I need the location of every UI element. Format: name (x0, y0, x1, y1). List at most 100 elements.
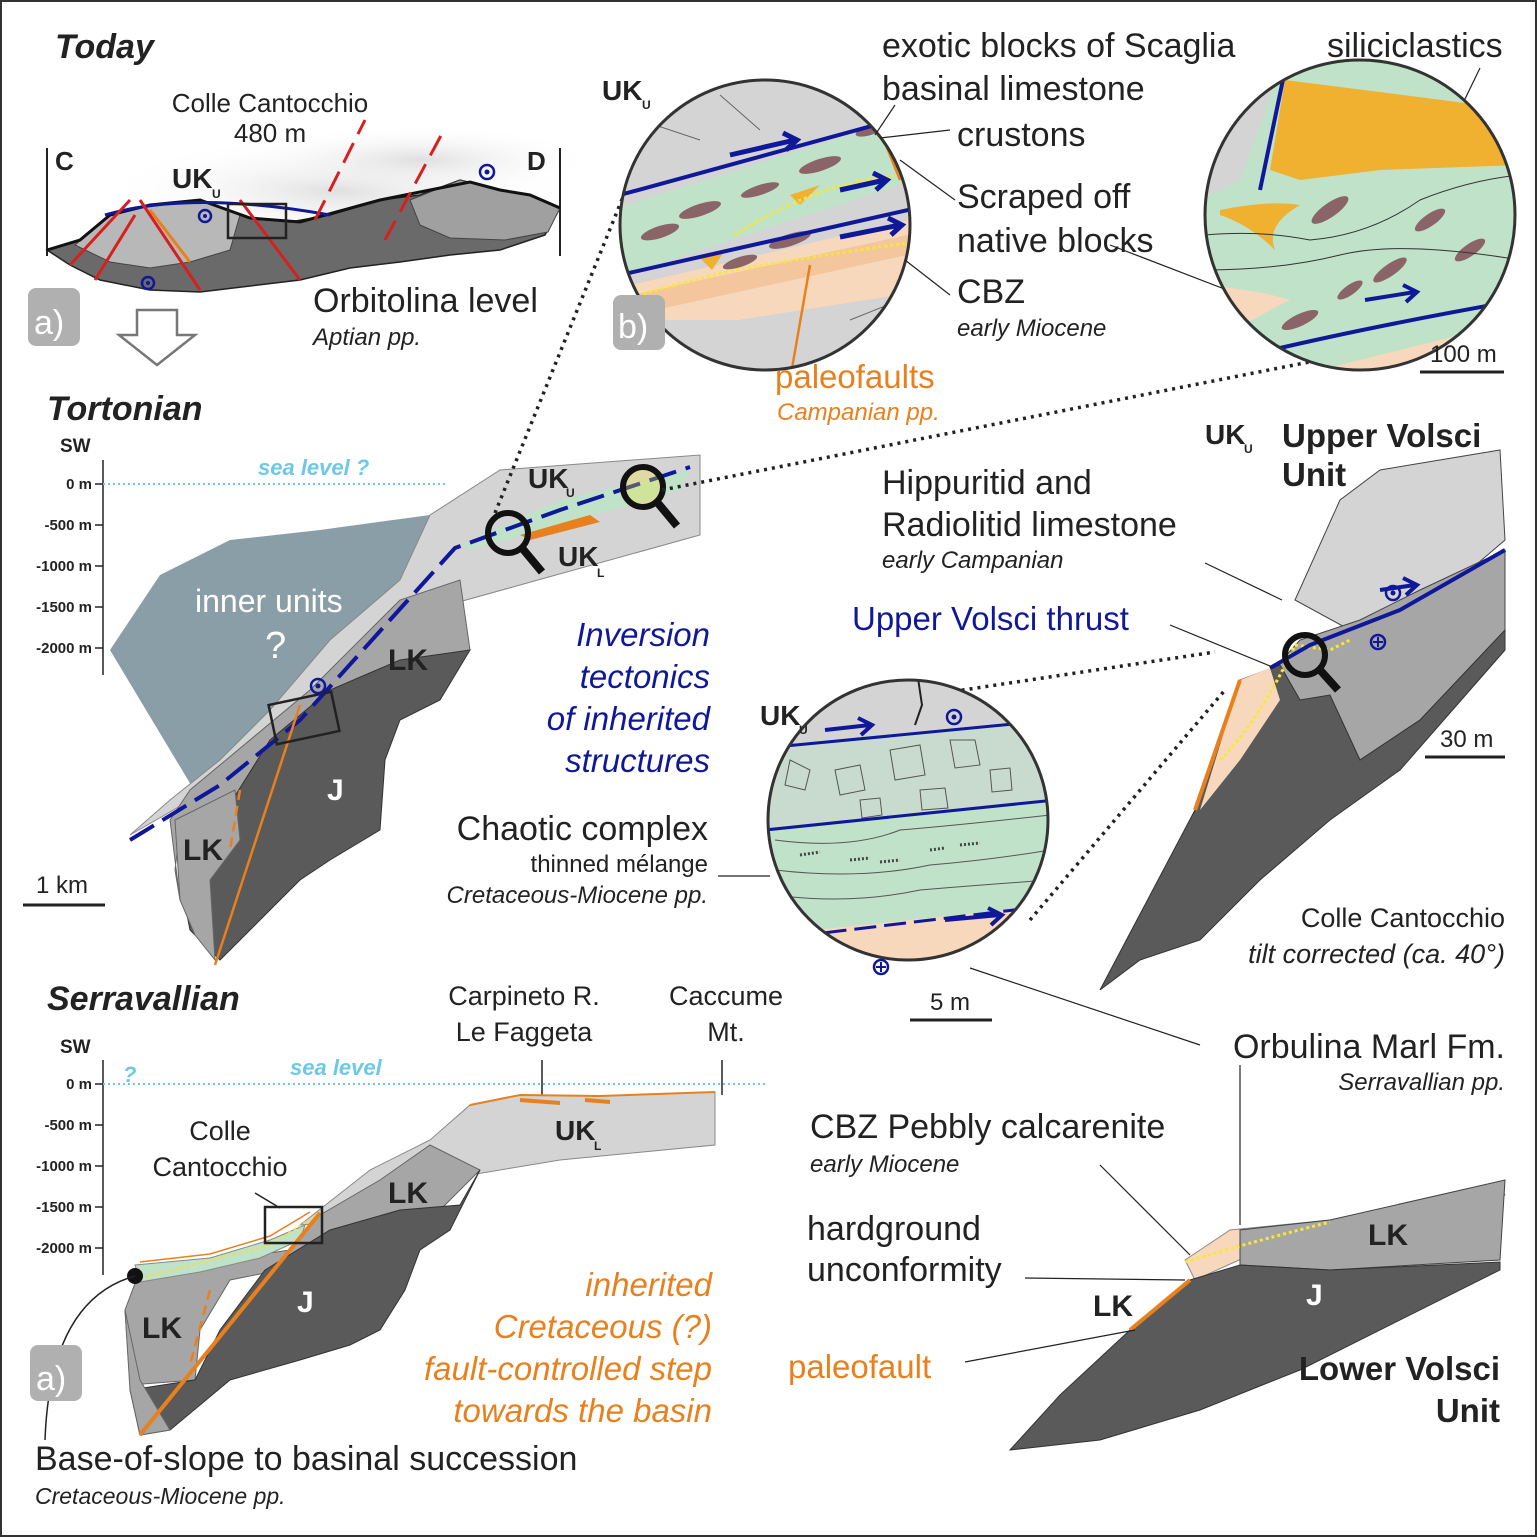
lower-j: J (1306, 1279, 1323, 1312)
zoom-leader-siliciclastics (661, 348, 1371, 492)
tortonian-j: J (327, 774, 344, 807)
tortonian-uk-l: UK (558, 541, 598, 572)
today-orbitolina-age: Aptian pp. (311, 324, 421, 351)
zoom-leader-chaotic-top (929, 650, 1216, 697)
today-symbol-out-3 (478, 163, 496, 181)
tortonian-tick-label: -500 m (44, 517, 92, 534)
tortonian-lk-lower (174, 789, 241, 962)
serravallian-axis-dir: SW (60, 1037, 91, 1058)
tortonian-title: Tortonian (47, 390, 203, 428)
chaotic-symbol-out-dot (951, 714, 957, 720)
today-symbol-out (197, 208, 213, 224)
base-slope-leader (44, 1275, 136, 1441)
magnifier-icon (620, 464, 681, 529)
today-panel: Today Colle Cantocchio 480 m C D UK U Or… (28, 28, 600, 367)
inherited-line: Cretaceous (?) (494, 1308, 712, 1345)
serravallian-orange-patch (519, 1098, 611, 1105)
tortonian-tick-label: 0 m (66, 476, 92, 493)
lower-leaders (964, 1065, 1241, 1363)
serravallian-uk-top (469, 1091, 716, 1106)
upper-tilt: tilt corrected (ca. 40°) (1248, 939, 1505, 969)
scraped-label: native blocks (957, 222, 1154, 260)
today-thrust (104, 201, 331, 217)
lower-volsci-name: Lower Volsci (1299, 1350, 1500, 1387)
serravallian-tick-label: -1000 m (36, 1158, 92, 1175)
carpineto-label: Carpineto R. (448, 981, 600, 1011)
orbulina-leader (969, 967, 1201, 1046)
chaotic-unit: UK (760, 700, 800, 731)
lower-volsci-block: Orbulina Marl Fm. Serravallian pp. CBZ P… (788, 1028, 1506, 1451)
today-orange-fault (148, 209, 192, 263)
serravallian-tick-label: -2000 m (36, 1240, 92, 1257)
upper-symbol-out-dot (1390, 590, 1396, 596)
serravallian-uk-l-sub: L (594, 1139, 601, 1153)
chaotic-symbol-in (872, 958, 890, 976)
zoom-b-tag-bg (613, 295, 665, 350)
tortonian-tick-label: -1500 m (36, 599, 92, 616)
serravallian-colle: Cantocchio (152, 1152, 287, 1182)
caccume-label: Caccume (669, 981, 783, 1011)
today-red-dashed-faults (313, 119, 447, 241)
tortonian-panel: Tortonian SW 0 m -500 m -1000 m -1500 m … (23, 154, 1371, 966)
serravallian-lk-left (124, 1309, 171, 1436)
today-end-d: D (527, 146, 546, 176)
tortonian-lk-b: LK (183, 834, 223, 867)
today-symbol-out-dot (203, 214, 207, 218)
lower-lk-b: LK (1093, 1290, 1133, 1323)
zoom-b-circle: b) UK U exotic blocks of Scaglia basinal… (602, 27, 1481, 426)
magnifier-icon (485, 510, 546, 575)
siliciclastics-circle: siliciclastics 100 m (1203, 27, 1517, 374)
chaotic-unit-sub: U (799, 723, 808, 737)
tortonian-uk-u-sub: U (566, 486, 575, 500)
inherited-line: fault-controlled step (424, 1350, 712, 1387)
serravallian-ticks: 0 m -500 m -1000 m -1500 m -2000 m (36, 1076, 103, 1257)
serravallian-location-box (263, 1205, 324, 1245)
inherited-line: towards the basin (453, 1392, 712, 1429)
thrust-arrow-icon (839, 215, 907, 240)
base-slope-label: Base-of-slope to basinal succession (35, 1440, 577, 1478)
thrust-arrow-icon (1364, 283, 1421, 304)
tortonian-ticks: 0 m -500 m -1000 m -1500 m -2000 m (36, 476, 103, 657)
zoom-b-tag: b) (618, 308, 648, 346)
serravallian-tick-label: -500 m (44, 1117, 92, 1134)
exotic-blocks-label: basinal limestone (882, 70, 1145, 108)
paleofaults-age: Campanian pp. (777, 399, 940, 426)
today-elevation: 480 m (234, 118, 306, 148)
upper-colle: Colle Cantocchio (1301, 903, 1505, 933)
inversion-caption: Inversion tectonics of inherited structu… (547, 616, 712, 779)
today-end-c: C (55, 146, 74, 176)
today-orbitolina: Orbitolina level (313, 282, 538, 320)
tortonian-paleofault-2 (228, 789, 242, 851)
inversion-line: Inversion (576, 616, 710, 653)
inversion-line: of inherited (547, 700, 712, 737)
thrust-arrow-icon (729, 130, 802, 158)
today-symbol-out-3-dot (484, 169, 490, 175)
lower-lk-a: LK (1368, 1219, 1408, 1252)
chaotic-label: Chaotic complex (457, 810, 708, 848)
serravallian-lk-a: LK (388, 1177, 428, 1210)
serravallian-tick-label: 0 m (66, 1076, 92, 1093)
serravallian-uk-l: UK (555, 1115, 595, 1146)
paleofault-label: paleofault (788, 1348, 931, 1385)
paleofaults-label: paleofaults (775, 358, 935, 395)
thrust-arrow-icon (824, 716, 876, 737)
tortonian-orange-patch (520, 515, 600, 540)
tortonian-symbol-out (309, 677, 327, 695)
today-locality: Colle Cantocchio (172, 88, 369, 118)
exotic-blocks-label: exotic blocks of Scaglia (882, 27, 1235, 65)
upper-volsci-block: UK U Upper Volsci Unit Hippuritid and Ra… (852, 417, 1506, 991)
hippuritid-age: early Campanian (882, 547, 1063, 574)
serravallian-title: Serravallian (47, 980, 240, 1018)
serravallian-hardground (139, 1212, 321, 1279)
serravallian-tag-bg (30, 1345, 82, 1401)
today-unit-sub: U (212, 187, 221, 201)
today-tag-bg (28, 288, 80, 346)
base-slope-age: Cretaceous-Miocene pp. (35, 1483, 286, 1509)
tortonian-paleofault (213, 704, 302, 966)
cbz-age: early Miocene (957, 315, 1106, 342)
zoom-leader-b (493, 154, 642, 514)
today-tag: a) (34, 304, 64, 342)
upper-symbol-in-cross (1373, 637, 1383, 647)
